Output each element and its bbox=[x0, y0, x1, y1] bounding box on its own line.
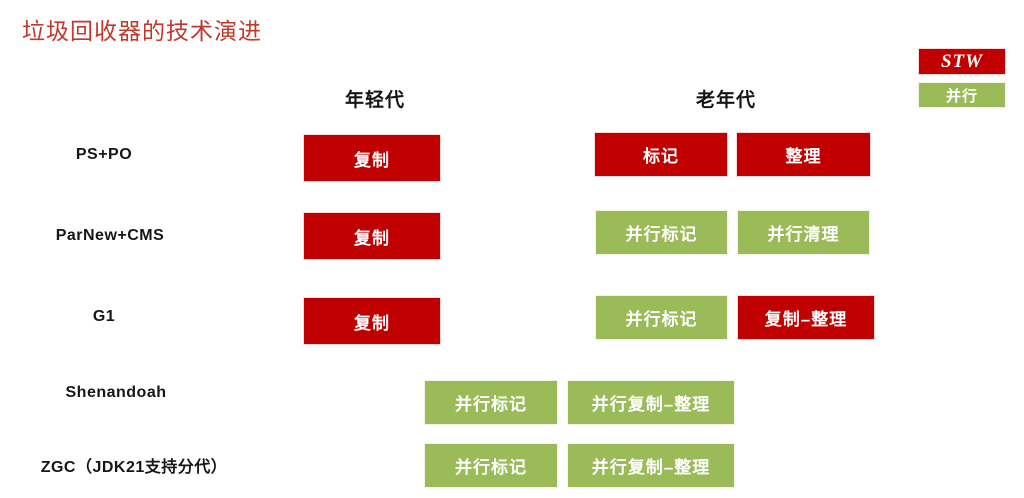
legend-item-stw: STW bbox=[918, 48, 1006, 75]
phase-box: 并行标记 bbox=[595, 210, 728, 255]
phase-box: 复制–整理 bbox=[737, 295, 875, 340]
phase-box: 复制 bbox=[303, 212, 441, 260]
phase-box: 并行复制–整理 bbox=[567, 443, 735, 488]
phase-box: 并行标记 bbox=[424, 443, 558, 488]
phase-box: 复制 bbox=[303, 297, 441, 345]
column-header-young-gen: 年轻代 bbox=[344, 90, 406, 111]
phase-box: 复制 bbox=[303, 134, 441, 182]
phase-box: 整理 bbox=[736, 132, 871, 177]
row-label: G1 bbox=[92, 308, 116, 325]
phase-box: 并行标记 bbox=[595, 295, 728, 340]
row-label: PS+PO bbox=[75, 146, 133, 163]
row-label: ZGC（JDK21支持分代） bbox=[40, 459, 228, 476]
page-title: 垃圾回收器的技术演进 bbox=[22, 19, 262, 44]
phase-box: 并行清理 bbox=[737, 210, 870, 255]
phase-box: 并行标记 bbox=[424, 380, 558, 425]
column-header-old-gen: 老年代 bbox=[695, 90, 757, 111]
phase-box: 并行复制–整理 bbox=[567, 380, 735, 425]
row-label: Shenandoah bbox=[65, 384, 167, 401]
legend-item-parallel: 并行 bbox=[918, 82, 1006, 108]
phase-box: 标记 bbox=[594, 132, 728, 177]
row-label: ParNew+CMS bbox=[55, 227, 165, 244]
